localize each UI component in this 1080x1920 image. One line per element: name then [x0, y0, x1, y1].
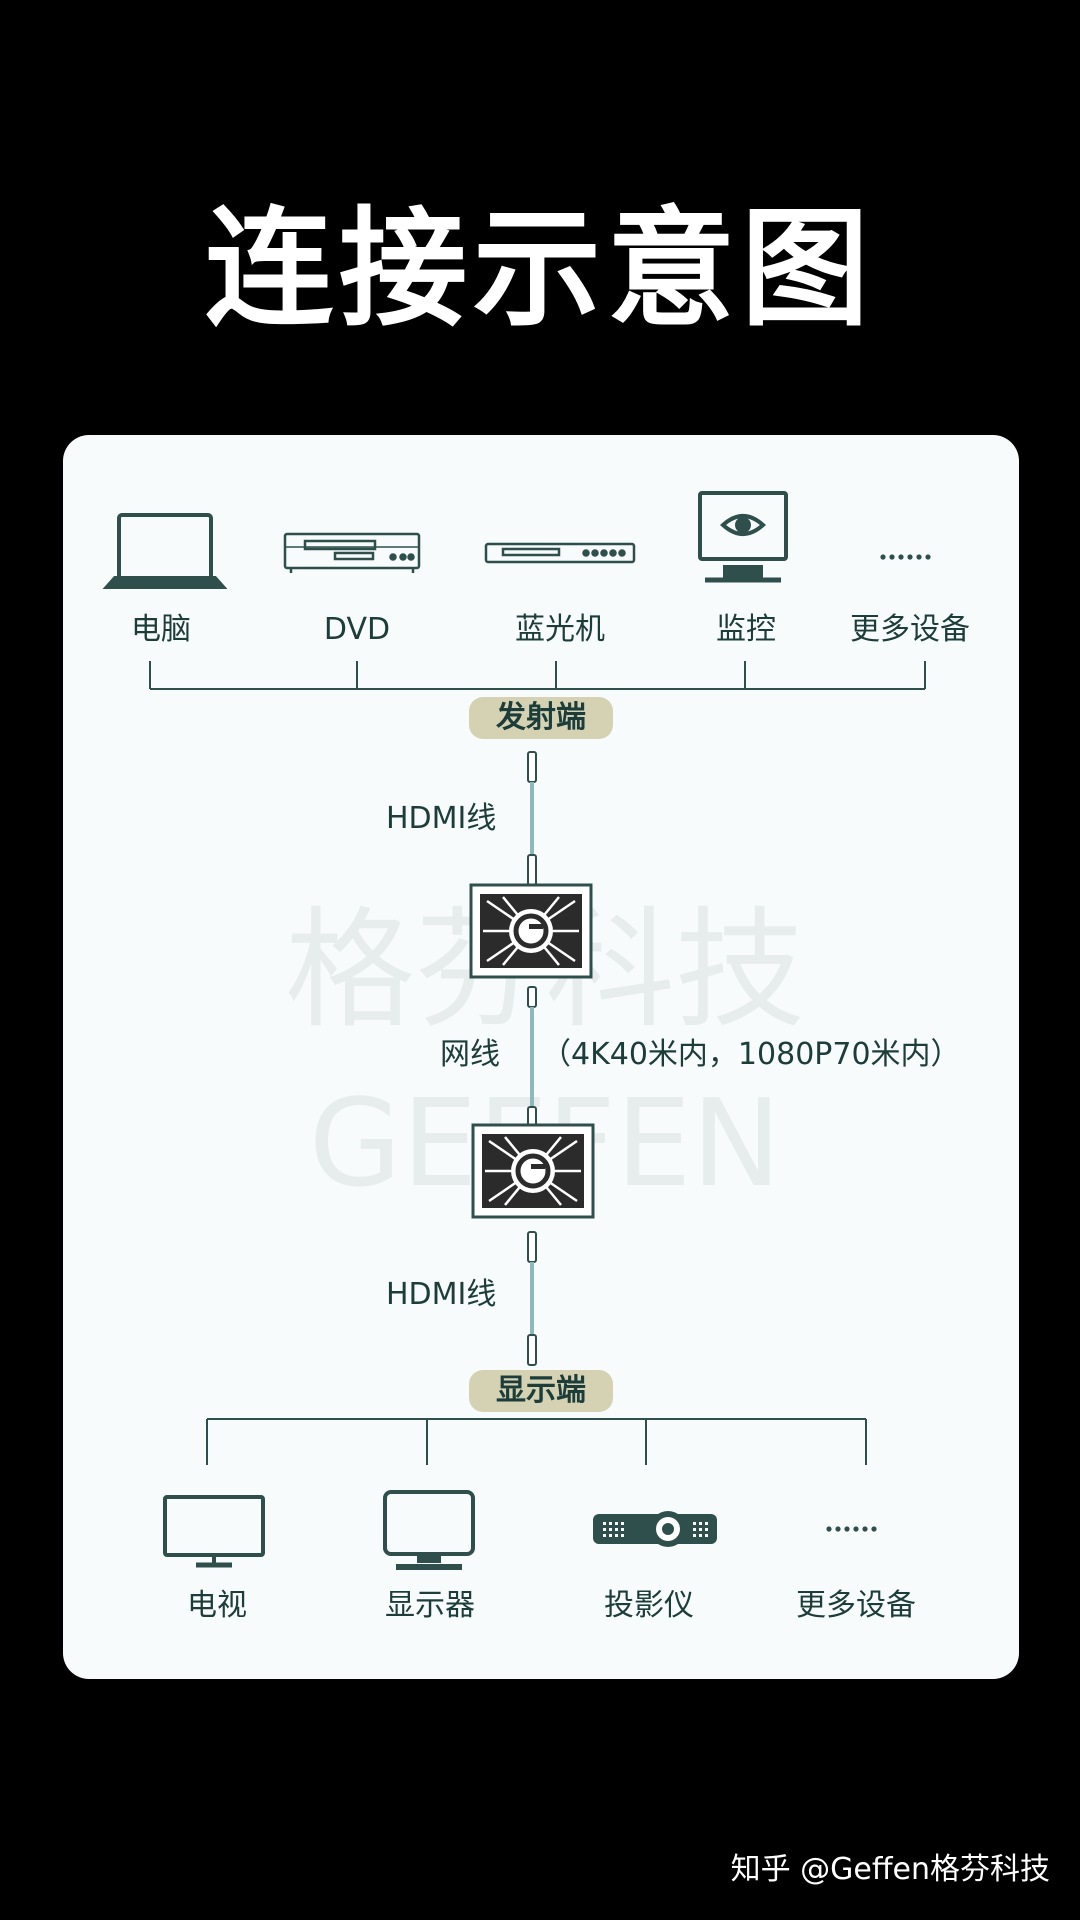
display-label-monitor: 显示器: [385, 1588, 475, 1623]
hdmi-cable-bottom: [527, 1231, 537, 1366]
receiver-label: 显示端: [469, 1370, 613, 1412]
footer-credit: 知乎 @Geffen格芬科技: [730, 1852, 1050, 1887]
receiver-device-icon: [471, 1123, 595, 1219]
diagram-card: 格芬科技 GEFFEN: [63, 435, 1019, 1679]
hdmi-cable-top: [527, 751, 537, 886]
dvd-player-icon: [283, 532, 421, 573]
transmitter-device-icon: [469, 883, 593, 979]
projector-icon: [593, 1511, 717, 1547]
display-label-projector: 投影仪: [604, 1588, 694, 1623]
tv-icon: [163, 1495, 265, 1568]
hdmi-cable-top-label: HDMI线: [386, 801, 497, 836]
source-label-bluray: 蓝光机: [515, 612, 605, 647]
hdmi-cable-bottom-label: HDMI线: [386, 1277, 497, 1312]
source-label-more: 更多设备: [850, 612, 970, 647]
laptop-icon: [102, 513, 228, 589]
source-label-dvd: DVD: [323, 612, 391, 647]
network-cable: [527, 986, 537, 1128]
bluray-player-icon: [484, 542, 636, 564]
source-label-surveillance: 监控: [716, 612, 776, 647]
more-dots-icon: [880, 554, 931, 560]
diagram-svg: [102, 491, 931, 1570]
display-label-more: 更多设备: [796, 1588, 916, 1623]
page-title: 连接示意图: [204, 195, 875, 344]
network-cable-note: （4K40米内，1080P70米内）: [541, 1037, 961, 1072]
monitor-eye-icon: [698, 491, 788, 583]
display-label-tv: 电视: [187, 1588, 247, 1623]
source-label-computer: 电脑: [131, 612, 191, 647]
display-icon: [383, 1490, 475, 1570]
transmitter-label: 发射端: [469, 697, 613, 739]
more-dots-icon: [826, 1526, 877, 1532]
network-cable-label: 网线: [440, 1037, 500, 1072]
